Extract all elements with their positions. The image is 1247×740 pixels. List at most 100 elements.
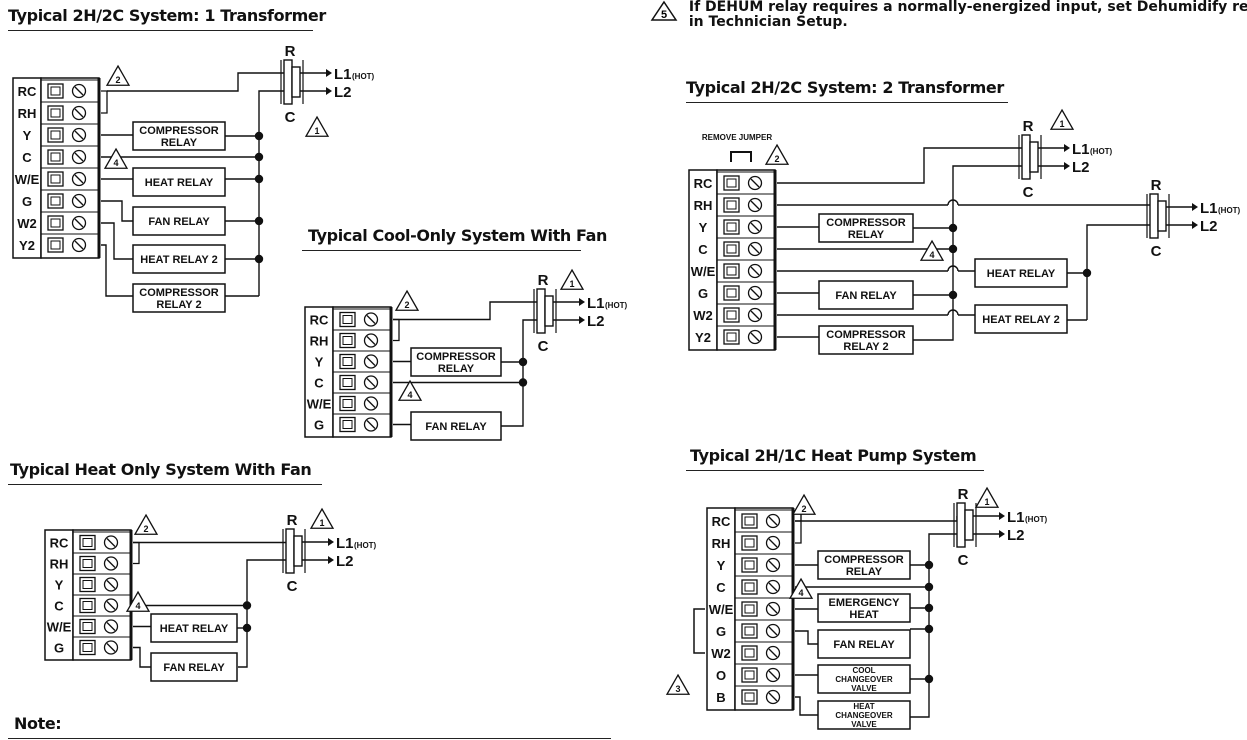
remove-jumper-label: REMOVE JUMPER <box>702 133 772 142</box>
title-heat-pump: Typical 2H/1C Heat Pump System <box>690 446 977 465</box>
l2-label: L2 <box>587 313 605 330</box>
arrow-icon <box>999 530 1005 538</box>
junction-dot <box>242 623 252 633</box>
terminal-label: C <box>716 580 726 595</box>
terminal-strip <box>706 507 736 711</box>
relay-box <box>132 244 226 274</box>
l1-label: L1 <box>1007 509 1025 526</box>
l1-label: L1 <box>1200 200 1218 217</box>
arrow-icon <box>999 512 1005 520</box>
warning-triangle-icon <box>665 673 691 695</box>
relay-label: CHANGEOVER <box>835 711 893 720</box>
transformer-coil <box>1149 193 1159 239</box>
relay-label: RELAY <box>438 363 475 375</box>
terminal-screw <box>342 315 353 324</box>
terminal-screw <box>50 196 61 206</box>
transformer-coil <box>291 66 301 98</box>
relay-box <box>974 304 1068 334</box>
wire <box>238 559 286 668</box>
transformer-r-label: R <box>1151 177 1162 194</box>
wire <box>913 295 954 341</box>
transformer-r-label: R <box>287 512 298 529</box>
terminal-screw <box>726 222 737 232</box>
transformer-coil <box>956 502 966 548</box>
l1-label: L1 <box>1072 141 1090 158</box>
terminal-screw <box>744 670 755 680</box>
relay-label: RELAY <box>161 137 198 149</box>
terminal-screw <box>82 643 93 652</box>
hot-label: (HOT) <box>354 541 377 550</box>
terminal-screw <box>744 648 755 658</box>
warning-number: 3 <box>675 684 680 694</box>
relay-label: EMERGENCY <box>829 597 901 609</box>
junction-dot <box>924 603 934 613</box>
l2-label: L2 <box>336 553 354 570</box>
relay-label: HEAT RELAY <box>160 623 229 635</box>
terminal-label: C <box>698 242 708 257</box>
screw-slot <box>366 420 376 429</box>
svg-text:5: 5 <box>661 9 667 21</box>
relay-box <box>817 550 911 580</box>
title-underline <box>686 102 1008 103</box>
junction-dot <box>924 624 934 634</box>
junction-dot <box>254 254 264 264</box>
terminal-label: C <box>22 150 32 165</box>
terminal-screw-box <box>723 307 740 323</box>
arrow-icon <box>326 69 332 77</box>
terminal-strip <box>688 169 718 351</box>
terminal-screw <box>50 218 61 228</box>
transformer-coil <box>283 59 293 105</box>
terminal-screw-box <box>723 197 740 213</box>
terminal-strip <box>44 529 74 661</box>
screw-slot <box>74 240 84 250</box>
junction-dot <box>518 378 528 387</box>
junction-dot <box>254 131 264 141</box>
junction-dot <box>242 601 252 610</box>
terminal-screw-box <box>741 689 758 705</box>
arrow-icon <box>1192 221 1198 229</box>
screw-slot <box>106 559 116 568</box>
screw-slot <box>106 580 116 589</box>
transformer-coil <box>544 295 554 327</box>
terminal-screw <box>82 538 93 547</box>
note-heading: Note: <box>14 714 62 733</box>
terminal-label: Y <box>315 355 324 370</box>
hot-label: (HOT) <box>1025 515 1048 524</box>
wire <box>795 516 958 522</box>
terminal-screw <box>82 559 93 568</box>
title-heat-only: Typical Heat Only System With Fan <box>10 460 312 479</box>
warning-triangle-icon <box>791 493 817 515</box>
screw-slot <box>74 196 84 206</box>
terminal-screw-box <box>723 285 740 301</box>
terminal-screw-box <box>339 311 356 328</box>
terminal-label: W2 <box>17 216 37 231</box>
hot-label: (HOT) <box>1090 147 1113 156</box>
relay-label: COMPRESSOR <box>139 287 219 299</box>
terminal-label: G <box>716 624 726 639</box>
terminal-screw <box>50 174 61 184</box>
terminal-screw-box <box>79 534 96 551</box>
wire <box>101 222 133 260</box>
terminal-screw-box <box>723 175 740 191</box>
jumper <box>795 520 802 544</box>
relay-box <box>818 213 914 243</box>
terminal-label: Y <box>23 128 32 143</box>
wire <box>1086 224 1150 320</box>
junction-dot <box>924 674 934 684</box>
terminal-screw-box <box>723 219 740 235</box>
relay-label: COMPRESSOR <box>139 125 219 137</box>
terminal-screw-box <box>741 667 758 683</box>
terminal-screw <box>726 288 737 298</box>
warning-number: 1 <box>314 126 319 136</box>
transformer-c-label: C <box>285 109 296 126</box>
relay-label: FAN RELAY <box>833 639 895 651</box>
transformer-c-label: C <box>287 578 298 595</box>
terminal-label: W2 <box>693 308 713 323</box>
relay-label: VALVE <box>851 684 877 693</box>
warning-number: 2 <box>404 300 409 310</box>
terminal-screw <box>726 266 737 276</box>
terminal-screw-box <box>339 353 356 370</box>
junction-dot <box>1082 268 1092 278</box>
screw-slot <box>74 130 84 140</box>
arrow-icon <box>579 316 585 324</box>
